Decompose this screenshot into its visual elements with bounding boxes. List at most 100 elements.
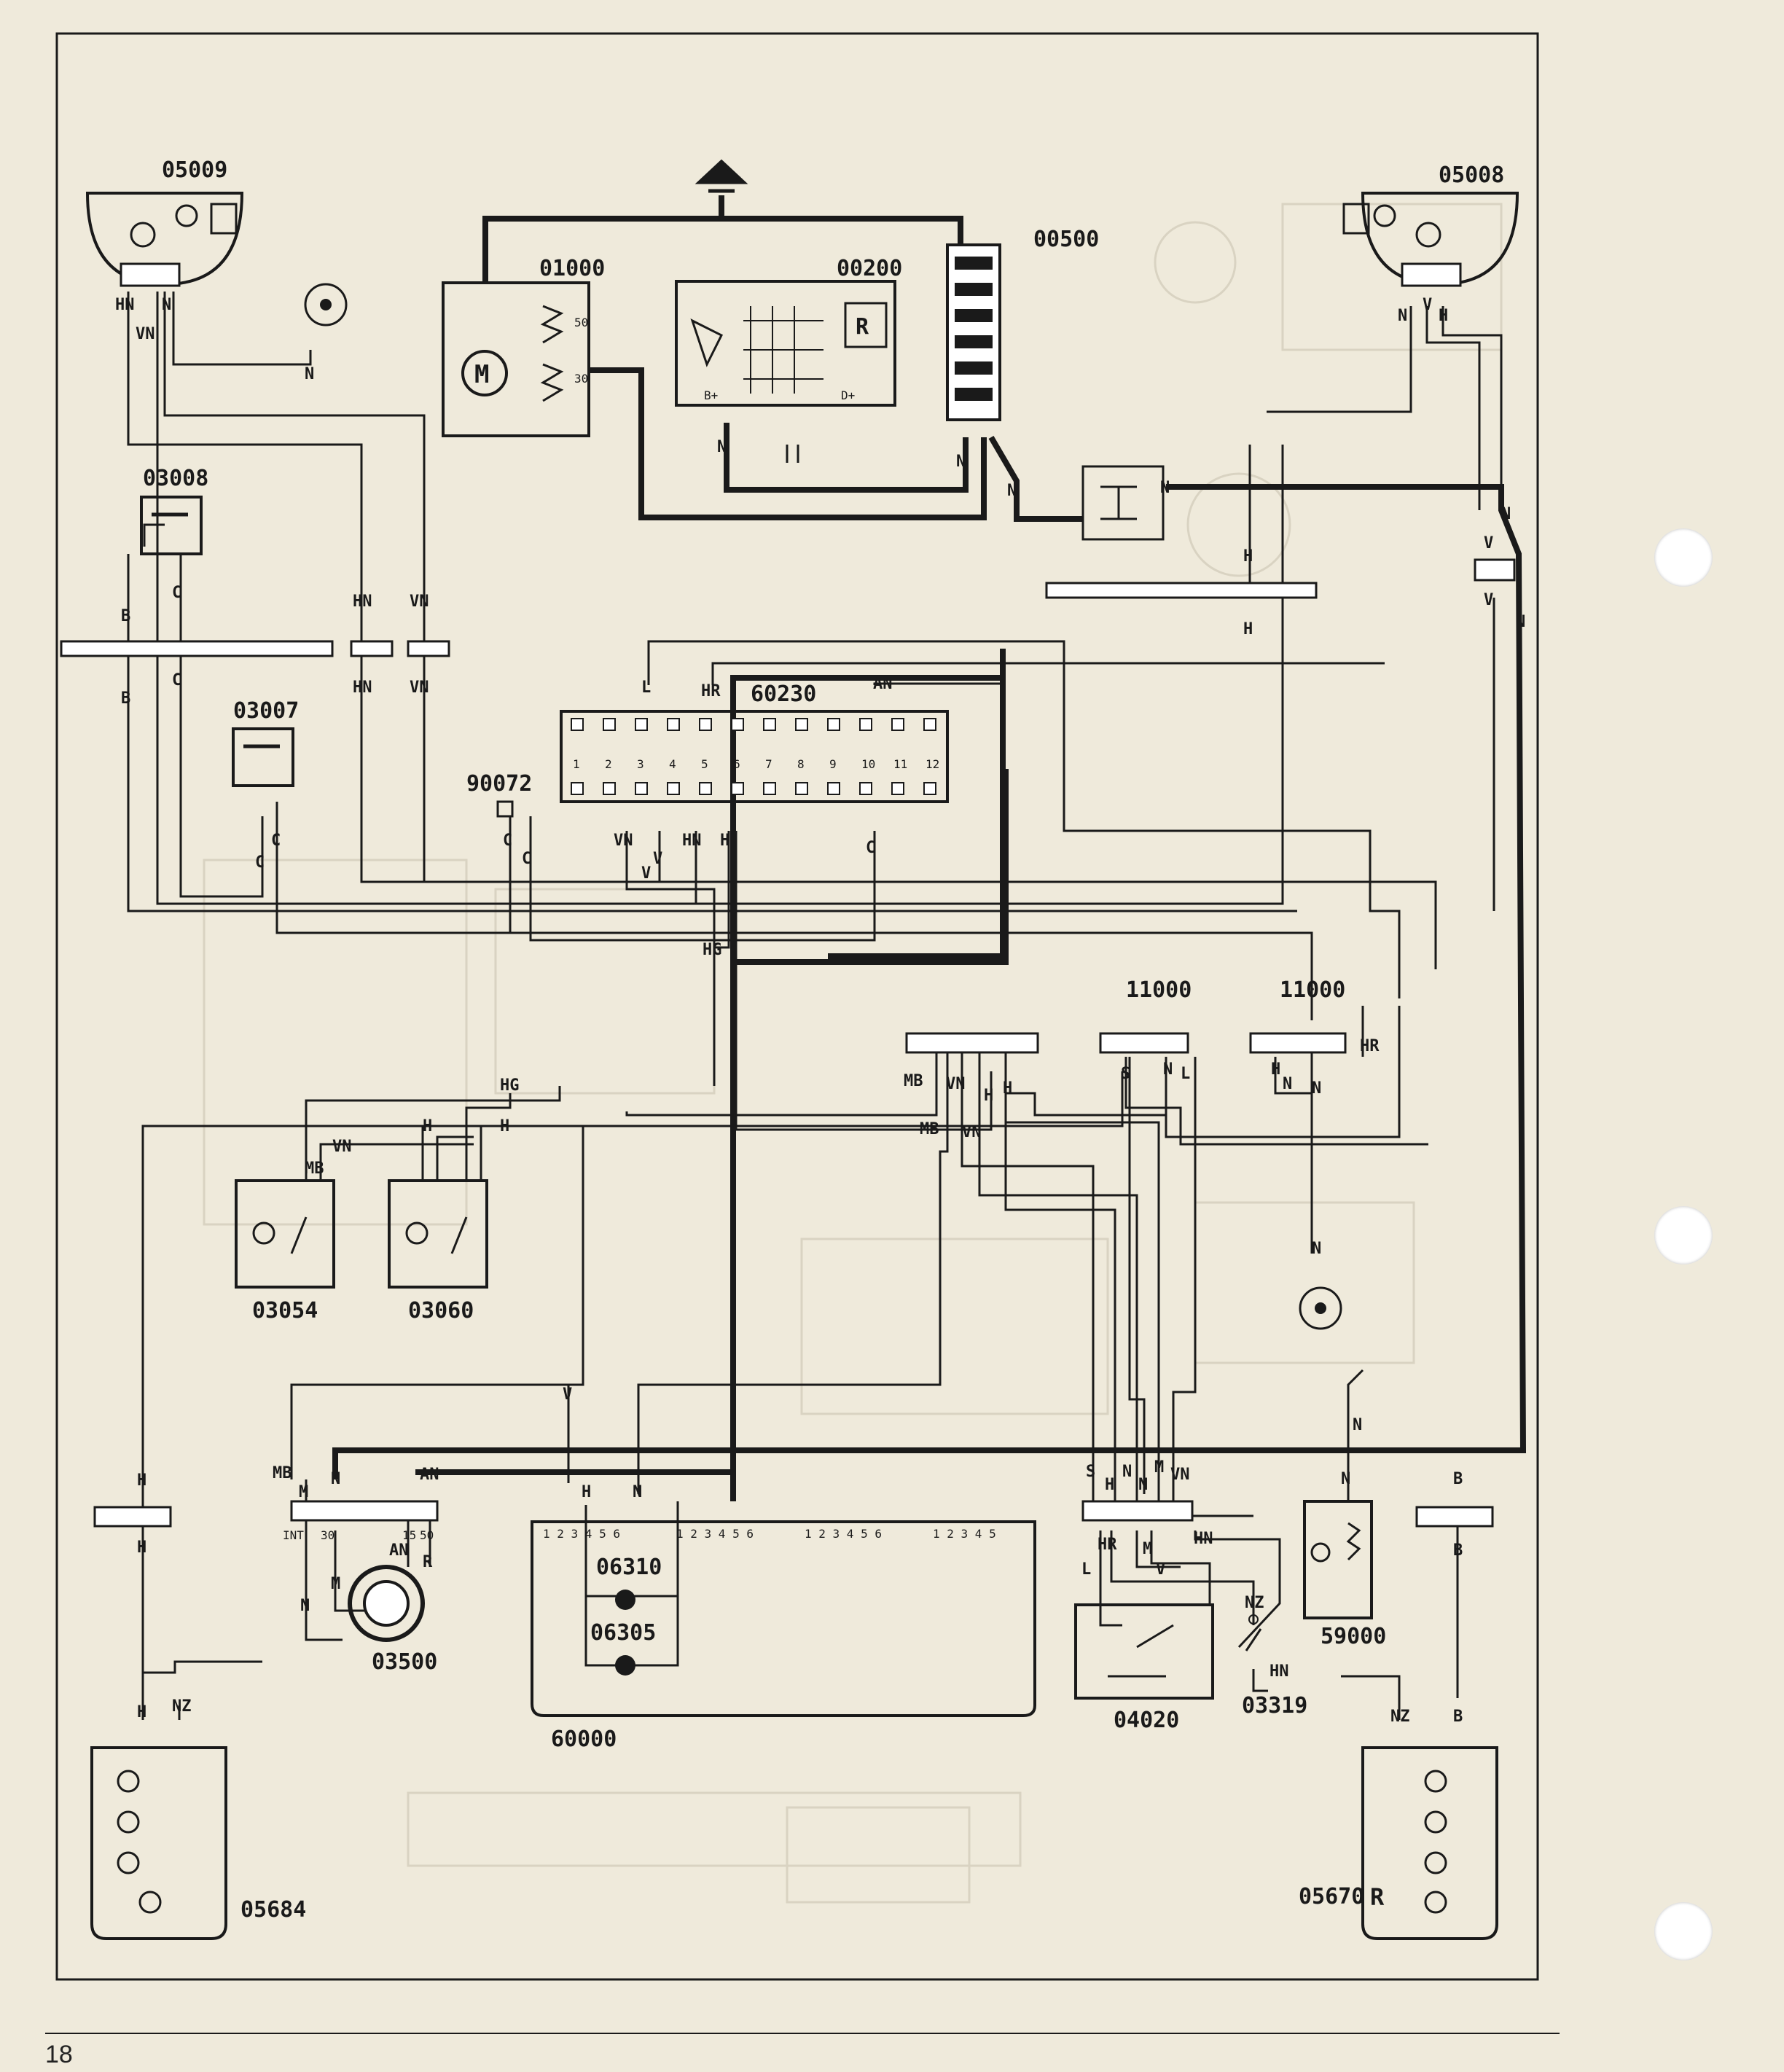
wire-label: HR bbox=[1098, 1536, 1117, 1554]
binder-hole-bottom bbox=[1654, 1902, 1713, 1960]
wire-label: N bbox=[633, 1483, 642, 1501]
wire-color-labels: HN N VN N B C B C HN VN HN VN C C C C L … bbox=[115, 296, 1525, 1726]
fuse-number: 6 bbox=[733, 757, 740, 771]
label-06305: 06305 bbox=[590, 1620, 656, 1646]
wire-label: HN bbox=[1194, 1530, 1213, 1548]
switch-04020: 04020 bbox=[1074, 1603, 1214, 1733]
wire-label: H bbox=[423, 1117, 432, 1135]
wire-label: V bbox=[653, 850, 662, 868]
wire-label: L bbox=[641, 679, 651, 697]
label-00200: 00200 bbox=[837, 256, 902, 281]
fuse-slot-bottom bbox=[571, 782, 584, 795]
fuse-number: 1 bbox=[573, 757, 580, 771]
terminal-30: 30 bbox=[574, 372, 588, 386]
fuse-slot-top bbox=[795, 718, 808, 731]
wire-label: L bbox=[1181, 1065, 1190, 1083]
headlamp-05008: 05008 bbox=[1342, 163, 1519, 287]
wire-label: HN bbox=[682, 832, 702, 850]
fuse-slot-top bbox=[603, 718, 616, 731]
terminal-30-ign: 30 bbox=[321, 1528, 334, 1542]
fuse-slot-top bbox=[891, 718, 904, 731]
rear-lamp-marker: R bbox=[1370, 1883, 1385, 1911]
fuse-number: 7 bbox=[765, 757, 772, 771]
switch-03054: 03054 bbox=[235, 1179, 335, 1324]
wire-label: MB bbox=[904, 1072, 923, 1090]
wire-label: HN bbox=[115, 296, 135, 314]
binder-hole-top bbox=[1654, 528, 1713, 587]
relay-11000-b: 11000 bbox=[1249, 977, 1347, 1054]
fuse-slot-bottom bbox=[923, 782, 936, 795]
wire-label: N bbox=[1501, 505, 1511, 523]
connector-strips bbox=[60, 558, 1516, 1528]
wire-label: NZ bbox=[172, 1697, 192, 1716]
wire-label: AN bbox=[420, 1466, 439, 1484]
fuse-number: 9 bbox=[829, 757, 837, 771]
pins-60000-c: 1 2 3 4 5 6 bbox=[805, 1527, 882, 1541]
switch-03319: 03319 bbox=[1242, 1614, 1307, 1719]
fuse-slot-top bbox=[667, 718, 680, 731]
fuse-slot-bottom bbox=[731, 782, 744, 795]
fuse-number: 12 bbox=[926, 757, 939, 771]
wire-label: V bbox=[1156, 1560, 1165, 1579]
wire-label: MB bbox=[273, 1464, 292, 1482]
buzzer-left bbox=[304, 283, 348, 327]
wire-label: N bbox=[1138, 1476, 1148, 1494]
wire-label: N bbox=[956, 453, 966, 471]
fuse-slot-bottom bbox=[859, 782, 872, 795]
wire-label: N bbox=[1312, 1240, 1321, 1258]
wire-label: B bbox=[1453, 1470, 1463, 1488]
ignition-switch-03500: 03500 INT 30 15 50 bbox=[283, 1528, 437, 1675]
label-05684: 05684 bbox=[240, 1897, 306, 1923]
wire-label: H bbox=[1439, 307, 1448, 325]
fuse-slot-bottom bbox=[635, 782, 648, 795]
relay-11000-a: 11000 bbox=[1099, 977, 1192, 1054]
regulator-symbol: R bbox=[856, 314, 869, 340]
label-05009: 05009 bbox=[162, 157, 227, 183]
wire-label: C bbox=[255, 853, 265, 872]
wire-label: H bbox=[1243, 620, 1253, 638]
wire-label: M bbox=[299, 1483, 308, 1501]
wire-label: H bbox=[137, 1539, 146, 1557]
wire-label: HR bbox=[1360, 1037, 1380, 1055]
wire-label: S bbox=[1086, 1463, 1095, 1481]
label-90072: 90072 bbox=[466, 771, 532, 797]
fuse-number: 10 bbox=[861, 757, 875, 771]
switch-03060: 03060 bbox=[388, 1179, 488, 1324]
wire-label: H bbox=[500, 1117, 509, 1135]
fuse-slot-top bbox=[571, 718, 584, 731]
rear-lamp-05670: 05670 R bbox=[1299, 1746, 1498, 1940]
wire-label: N bbox=[331, 1470, 340, 1488]
fuse-slot-bottom bbox=[827, 782, 840, 795]
wire-label: VN bbox=[136, 325, 155, 343]
wire-label: H bbox=[720, 832, 729, 850]
wire-label: N bbox=[300, 1597, 310, 1615]
wire-label: VN bbox=[1170, 1466, 1190, 1484]
label-05008: 05008 bbox=[1439, 163, 1504, 188]
wire-label: VN bbox=[962, 1123, 982, 1141]
label-01000: 01000 bbox=[539, 256, 605, 281]
wire-label: C bbox=[866, 839, 875, 857]
page-number: 18 bbox=[45, 2041, 73, 2068]
wire-label: HG bbox=[703, 941, 722, 959]
motor-symbol: M bbox=[474, 360, 489, 389]
fuse-number: 4 bbox=[669, 757, 676, 771]
wire-label: H bbox=[582, 1483, 591, 1501]
wire-label: N bbox=[1341, 1470, 1350, 1488]
fuse-slot-bottom bbox=[667, 782, 680, 795]
label-60230: 60230 bbox=[751, 681, 816, 707]
pins-60000-a: 1 2 3 4 5 6 bbox=[543, 1527, 620, 1541]
wire-label: M bbox=[1143, 1540, 1152, 1558]
terminal-bplus: B+ bbox=[704, 388, 718, 402]
buzzer-right bbox=[1299, 1286, 1342, 1330]
sensor-59000: 59000 bbox=[1303, 1500, 1386, 1649]
fuse-slot-top bbox=[859, 718, 872, 731]
wire-label: MB bbox=[305, 1160, 324, 1178]
wire-label: N bbox=[305, 365, 314, 383]
battery-00500: 00500 bbox=[946, 227, 1099, 421]
wire-label: HN bbox=[1269, 1662, 1289, 1681]
wire-label: M bbox=[1154, 1458, 1164, 1477]
headlamp-05009: 05009 bbox=[85, 157, 244, 287]
wire-label: M bbox=[331, 1575, 340, 1593]
